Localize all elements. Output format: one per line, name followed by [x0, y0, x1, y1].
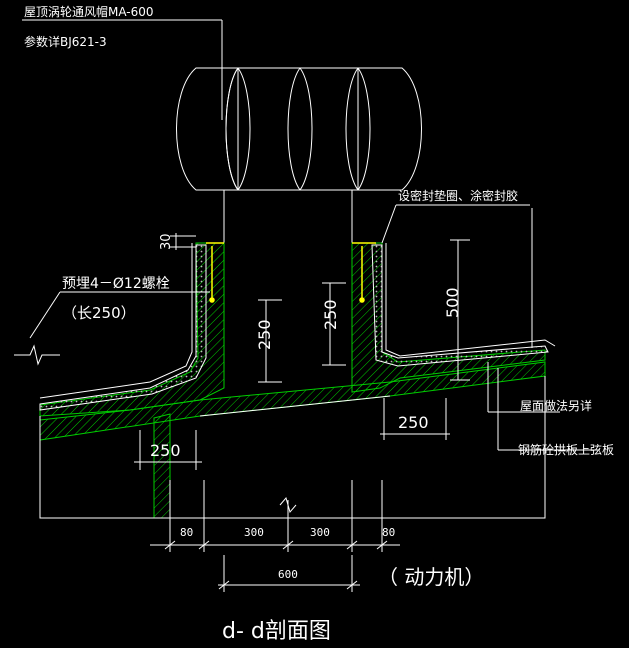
dim-30: 30	[159, 233, 174, 250]
ventilator-ref-label: 参数详BJ621-3	[24, 34, 107, 49]
ventilator-head	[176, 67, 422, 191]
seal-label: 设密封垫圈、涂密封胶	[398, 188, 518, 203]
dim-80-right: 80	[382, 526, 395, 539]
dim-80-left: 80	[180, 526, 193, 539]
curb-structure	[39, 242, 556, 519]
dim-left-250: 250	[150, 441, 181, 460]
annotations: 屋顶涡轮通风帽MA-600 参数详BJ621-3 设密封垫圈、涂密封胶 预埋4－…	[24, 4, 614, 644]
drawing-subtitle: （ 动力机）	[378, 565, 484, 589]
ventilator-neck	[223, 190, 353, 243]
slab-note-label: 钢筋砼拱板上弦板	[518, 442, 614, 457]
ventilator-name-label: 屋顶涡轮通风帽MA-600	[24, 4, 154, 19]
roof-note-label: 屋面做法另详	[520, 398, 592, 413]
dim-right-250: 250	[398, 413, 429, 432]
dim-600: 600	[278, 568, 298, 581]
leader-lines	[22, 19, 600, 451]
dim-curb-right-250: 250	[321, 299, 340, 330]
drawing-title: d- d剖面图	[222, 619, 331, 644]
dim-300-left: 300	[244, 526, 264, 539]
dim-300-right: 300	[310, 526, 330, 539]
anchor-bolts	[206, 242, 376, 303]
bolt-label: 预埋4－Ø12螺栓	[62, 276, 170, 292]
dimension-lines	[14, 233, 470, 592]
dim-curb-left-250: 250	[255, 319, 274, 350]
bolt-length-label: （长250）	[62, 304, 136, 322]
dim-500: 500	[443, 287, 462, 318]
